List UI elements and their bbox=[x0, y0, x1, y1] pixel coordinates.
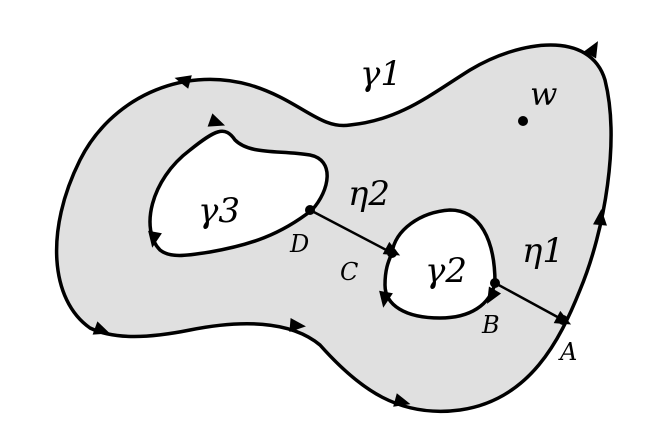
arrow-icon bbox=[393, 393, 411, 407]
arrow-icon bbox=[289, 318, 306, 332]
label-gamma3: γ3 bbox=[198, 191, 240, 231]
label-A: A bbox=[558, 338, 577, 366]
label-gamma1: γ1 bbox=[360, 54, 402, 94]
label-eta1: η1 bbox=[522, 231, 564, 271]
cut-eta1 bbox=[494, 281, 564, 322]
point-D bbox=[305, 205, 315, 215]
arrow-icon bbox=[148, 230, 162, 248]
point-B bbox=[490, 278, 500, 288]
outer-contour-gamma1 bbox=[54, 43, 613, 414]
label-B: B bbox=[481, 311, 500, 339]
cut-eta2 bbox=[309, 208, 393, 255]
point-C bbox=[387, 248, 397, 258]
point-w bbox=[518, 116, 528, 126]
arrow-icon bbox=[92, 321, 111, 335]
points bbox=[305, 116, 568, 325]
label-eta2: η2 bbox=[348, 174, 390, 214]
label-w: w bbox=[530, 75, 557, 113]
label-C: C bbox=[340, 258, 358, 286]
point-A bbox=[558, 315, 568, 325]
arrow-icon bbox=[487, 286, 502, 304]
arrow-icon bbox=[379, 290, 393, 308]
arrow-icon bbox=[174, 75, 192, 89]
arrow-icon bbox=[593, 209, 607, 226]
arrow-icon bbox=[207, 113, 226, 127]
label-D: D bbox=[289, 230, 309, 258]
label-gamma2: γ2 bbox=[425, 251, 467, 291]
arrow-icon bbox=[583, 41, 598, 59]
arrowheads bbox=[92, 41, 607, 407]
